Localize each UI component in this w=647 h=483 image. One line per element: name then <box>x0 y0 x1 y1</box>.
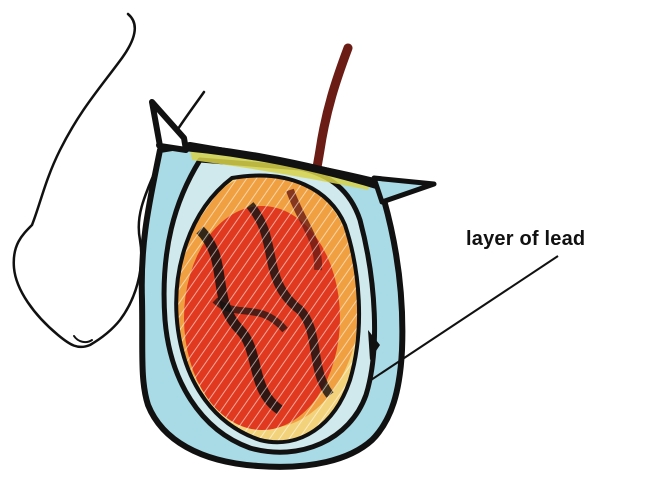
label-layer-of-lead: layer of lead <box>466 228 585 251</box>
right-flap <box>374 178 434 202</box>
limb-outline-detail <box>74 336 92 342</box>
